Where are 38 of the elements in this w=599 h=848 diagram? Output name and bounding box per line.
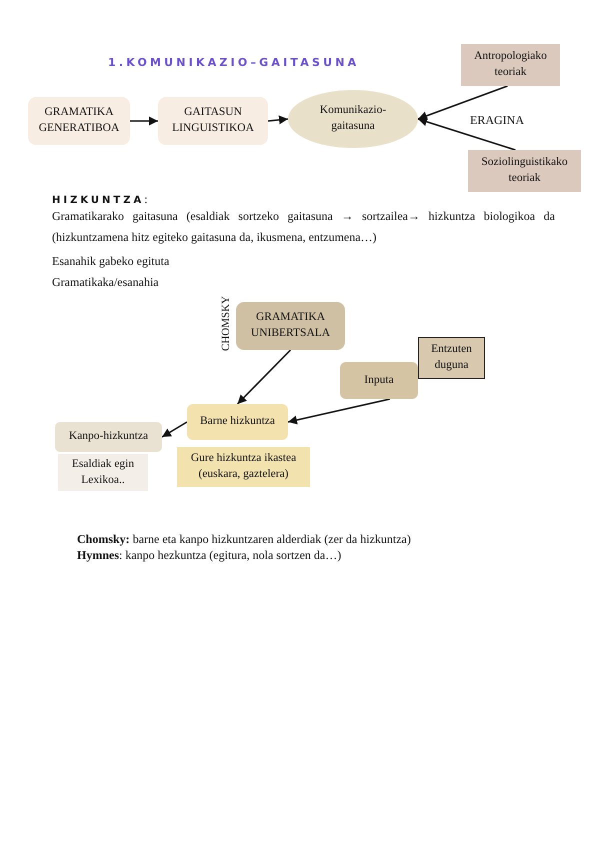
concept-box [187,404,288,440]
annotation-text: ERAGINA [470,112,524,129]
arrow [268,115,288,124]
arrow [418,117,516,151]
node-label: Esaldiak egin Lexikoa.. [70,456,136,488]
node-label: Komunikazio-gaitasuna [318,103,388,134]
arrow [288,398,390,424]
concept-box [55,422,162,452]
node-label: GRAMATIKA GENERATIBOA [38,105,120,136]
body-paragraph: Gramatikarako gaitasuna (esaldiak sortzeko gaitasuna → sortzailea→ hizkuntza biologikoa da (hizkuntzamena hitz egiteko gaitasuna da, ikusmena, entzumena…) [52,208,555,246]
section-heading: HIZKUNTZA: [52,191,148,208]
concept-box [236,302,345,350]
concept-box [340,362,418,399]
node-label: GAITASUN LINGUISTIKOA [171,105,255,136]
note-text: Chomsky: barne eta kanpo hizkuntzaren alderdiak (zer da hizkuntza) [77,531,411,547]
arrow [130,116,158,126]
side-label: CHOMSKY [220,296,232,352]
node-label: Entzuten duguna [430,342,473,373]
page-title: 1.KOMUNIKAZIO–GAITASUNA [108,56,360,69]
node-label: Inputa [364,372,394,388]
note-text: Hymnes: kanpo hezkuntza (egitura, nola sortzen da…) [77,547,342,563]
node-label: Gure hizkuntza ikastea (euskara, gaztelera) [190,451,298,482]
body-text: Esanahik gabeko egituta [52,253,170,270]
arrow [418,85,508,120]
concept-box [158,97,268,145]
node-label: Barne hizkuntza [200,414,276,430]
theory-box [461,44,560,86]
arrow [236,349,292,405]
note-box [418,337,485,379]
concept-box [28,97,130,145]
arrow [162,421,188,438]
node-label: Kanpo-hizkuntza [68,429,148,444]
node-label: Soziolinguistikako teoriak [480,155,569,186]
note-box [177,447,310,487]
body-text: Gramatikaka/esanahia [52,274,159,291]
node-label: Antropologiako teoriak [473,49,548,80]
theory-box [468,150,581,192]
node-label: GRAMATIKA UNIBERTSALA [250,310,332,341]
